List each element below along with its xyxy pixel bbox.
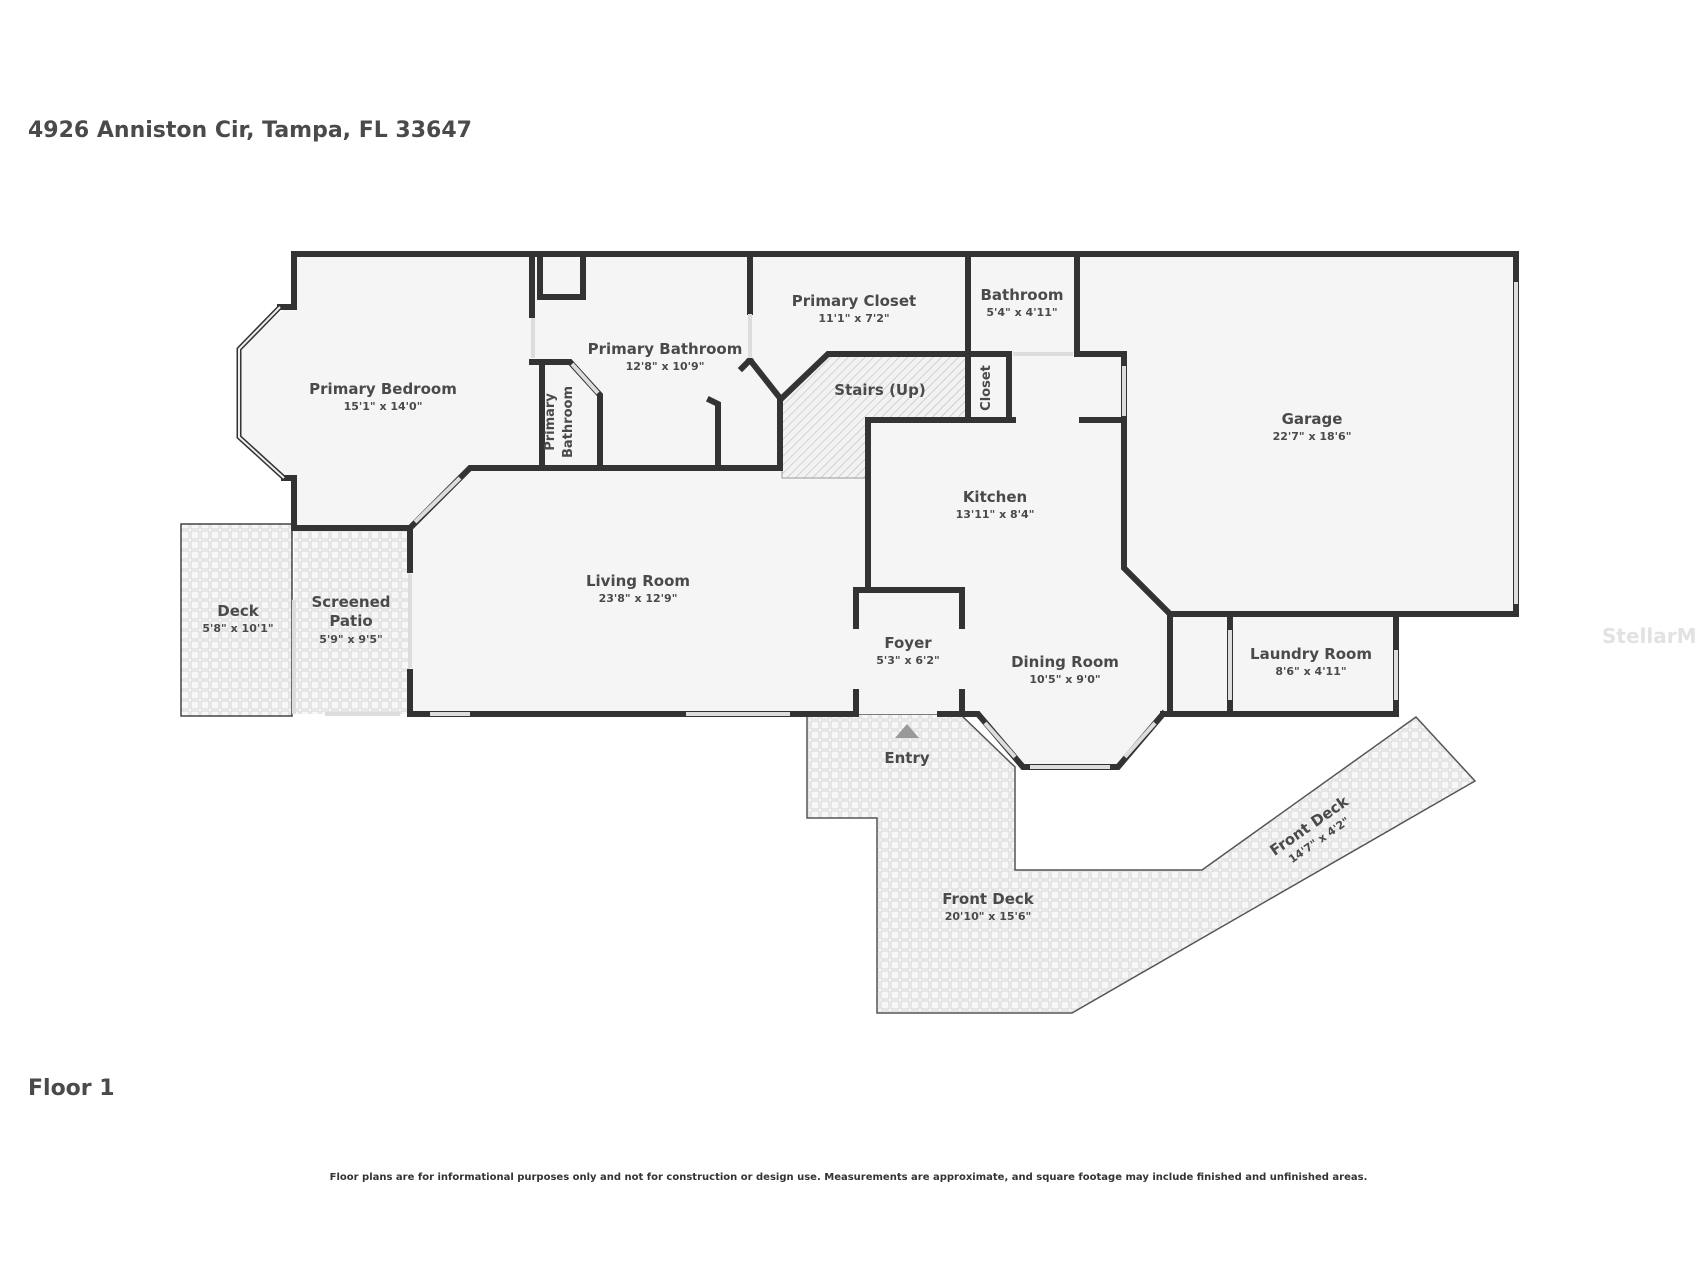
room-dims-foyer: 5'3" x 6'2" [876,654,940,667]
watermark: StellarMLS [1602,624,1697,648]
room-dims-deck: 5'8" x 10'1" [202,622,273,635]
room-dims-dining-room: 10'5" x 9'0" [1029,673,1100,686]
interior-floor [239,254,1516,767]
room-dims-primary-bathroom: 12'8" x 10'9" [626,360,705,373]
room-name-primary-bedroom: Primary Bedroom [309,380,457,398]
room-name-bathroom: Bathroom [980,286,1063,304]
deck-area [180,523,293,717]
room-name-primary-bathroom: Primary Bathroom [588,340,743,358]
svg-text:Primary: Primary [543,393,558,451]
room-name-garage: Garage [1282,410,1343,428]
screened-patio-area [294,528,410,714]
room-name-foyer: Foyer [884,634,932,652]
room-name-laundry-room: Laundry Room [1250,645,1372,663]
room-name-dining-room: Dining Room [1011,653,1119,671]
room-name-screened-patio-line1: Screened [311,593,390,611]
room-name-stairs: Stairs (Up) [834,381,925,399]
room-name-screened-patio-line2: Patio [329,612,372,630]
room-name-primary-closet: Primary Closet [792,292,916,310]
room-dims-front-deck: 20'10" x 15'6" [945,910,1032,923]
room-dims-living-room: 23'8" x 12'9" [599,592,678,605]
room-dims-screened-patio: 5'9" x 9'5" [319,633,383,646]
room-dims-garage: 22'7" x 18'6" [1273,430,1352,443]
room-dims-primary-closet: 11'1" x 7'2" [818,312,889,325]
floor-label: Floor 1 [28,1076,115,1101]
property-address: 4926 Anniston Cir, Tampa, FL 33647 [28,118,472,143]
interior-walls [405,251,1399,717]
front-deck-area [806,713,1477,1014]
disclaimer-text: Floor plans are for informational purpos… [329,1172,1368,1183]
svg-text:Bathroom: Bathroom [561,386,576,458]
room-dims-bathroom: 5'4" x 4'11" [986,306,1057,319]
entry-arrow-icon [895,724,919,738]
room-name-entry: Entry [884,749,929,767]
room-dims-primary-bedroom: 15'1" x 14'0" [344,400,423,413]
windows [292,282,1518,769]
room-name-deck: Deck [217,602,260,620]
room-name-living-room: Living Room [586,572,690,590]
room-name-closet: Closet [979,365,994,411]
room-dims-laundry-room: 8'6" x 4'11" [1275,665,1346,678]
room-name-kitchen: Kitchen [963,488,1027,506]
room-dims-kitchen: 13'11" x 8'4" [956,508,1035,521]
room-name-front-deck: Front Deck [942,890,1035,908]
room-label-primary-bathroom-small: Primary Bathroom [543,386,576,458]
